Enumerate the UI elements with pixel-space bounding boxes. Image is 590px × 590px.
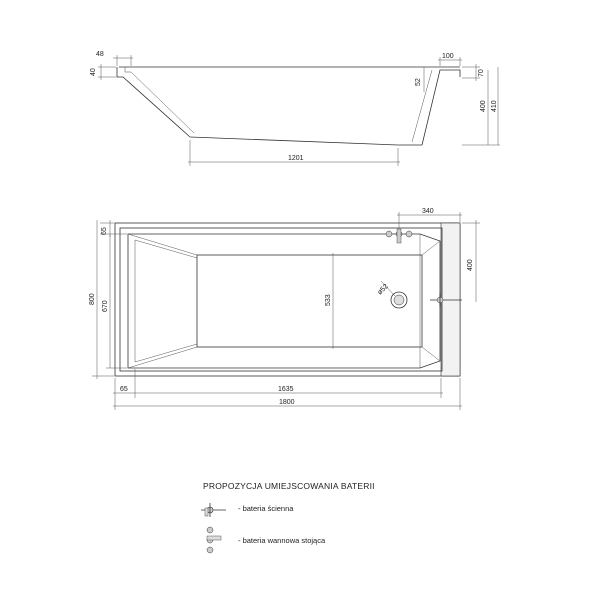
wall-faucet-icon xyxy=(201,503,226,517)
tub-basin-bottom xyxy=(196,254,423,348)
dim-top-left-height: 40 xyxy=(90,68,97,76)
dim-rim-left: 65 xyxy=(120,386,128,393)
dim-bottom-length: 1201 xyxy=(288,155,304,162)
faucet-spout-icon xyxy=(396,228,402,244)
dim-top-right-width: 100 xyxy=(442,53,454,60)
slope-line xyxy=(421,240,441,256)
dim-drain-offset: 400 xyxy=(467,259,474,271)
dim-total-depth: 410 xyxy=(491,100,498,112)
legend-icons xyxy=(201,503,226,554)
dim-drain-diameter: ø52 xyxy=(376,283,390,297)
tub-right-deck xyxy=(440,222,461,377)
standing-faucet-icon xyxy=(206,526,222,554)
dim-basin-width: 533 xyxy=(325,294,332,306)
dim-inner-depth: 400 xyxy=(480,100,487,112)
dim-top-right-height: 70 xyxy=(478,69,485,77)
drain-leader xyxy=(380,280,396,297)
slope-line xyxy=(134,343,198,363)
side-left-wall xyxy=(116,67,191,138)
slope-line xyxy=(127,233,198,256)
dim-tap-offset: 340 xyxy=(422,208,434,215)
dim-rim-top: 65 xyxy=(101,227,108,235)
slope-line xyxy=(421,346,441,362)
side-right-wall xyxy=(421,69,461,146)
dim-inner-width: 670 xyxy=(102,300,109,312)
slope-line xyxy=(134,239,198,259)
top-view: ø52 340 400 533 65 800 670 xyxy=(89,208,480,410)
side-right-inner xyxy=(411,69,433,143)
legend-item-standing: - bateria wannowa stojąca xyxy=(238,536,326,545)
dim-rim-depth: 52 xyxy=(415,78,422,86)
side-bottom xyxy=(189,136,399,146)
legend-title: PROPOZYCJA UMIEJSCOWANIA BATERII xyxy=(203,481,375,491)
dim-inner-length: 1635 xyxy=(278,386,294,393)
dim-outer-length: 1800 xyxy=(279,399,295,406)
side-view: 48 40 100 70 52 400 410 1201 xyxy=(90,51,500,166)
tap-hole-icon xyxy=(385,230,393,238)
slope-line xyxy=(127,346,198,369)
tap-hole-icon xyxy=(405,230,413,238)
dim-top-left-width: 48 xyxy=(96,51,104,58)
dim-outer-width: 800 xyxy=(89,293,96,305)
legend-item-wall: - bateria ścienna xyxy=(238,504,294,513)
drain-inner xyxy=(393,294,405,306)
side-left-inner xyxy=(124,67,195,134)
